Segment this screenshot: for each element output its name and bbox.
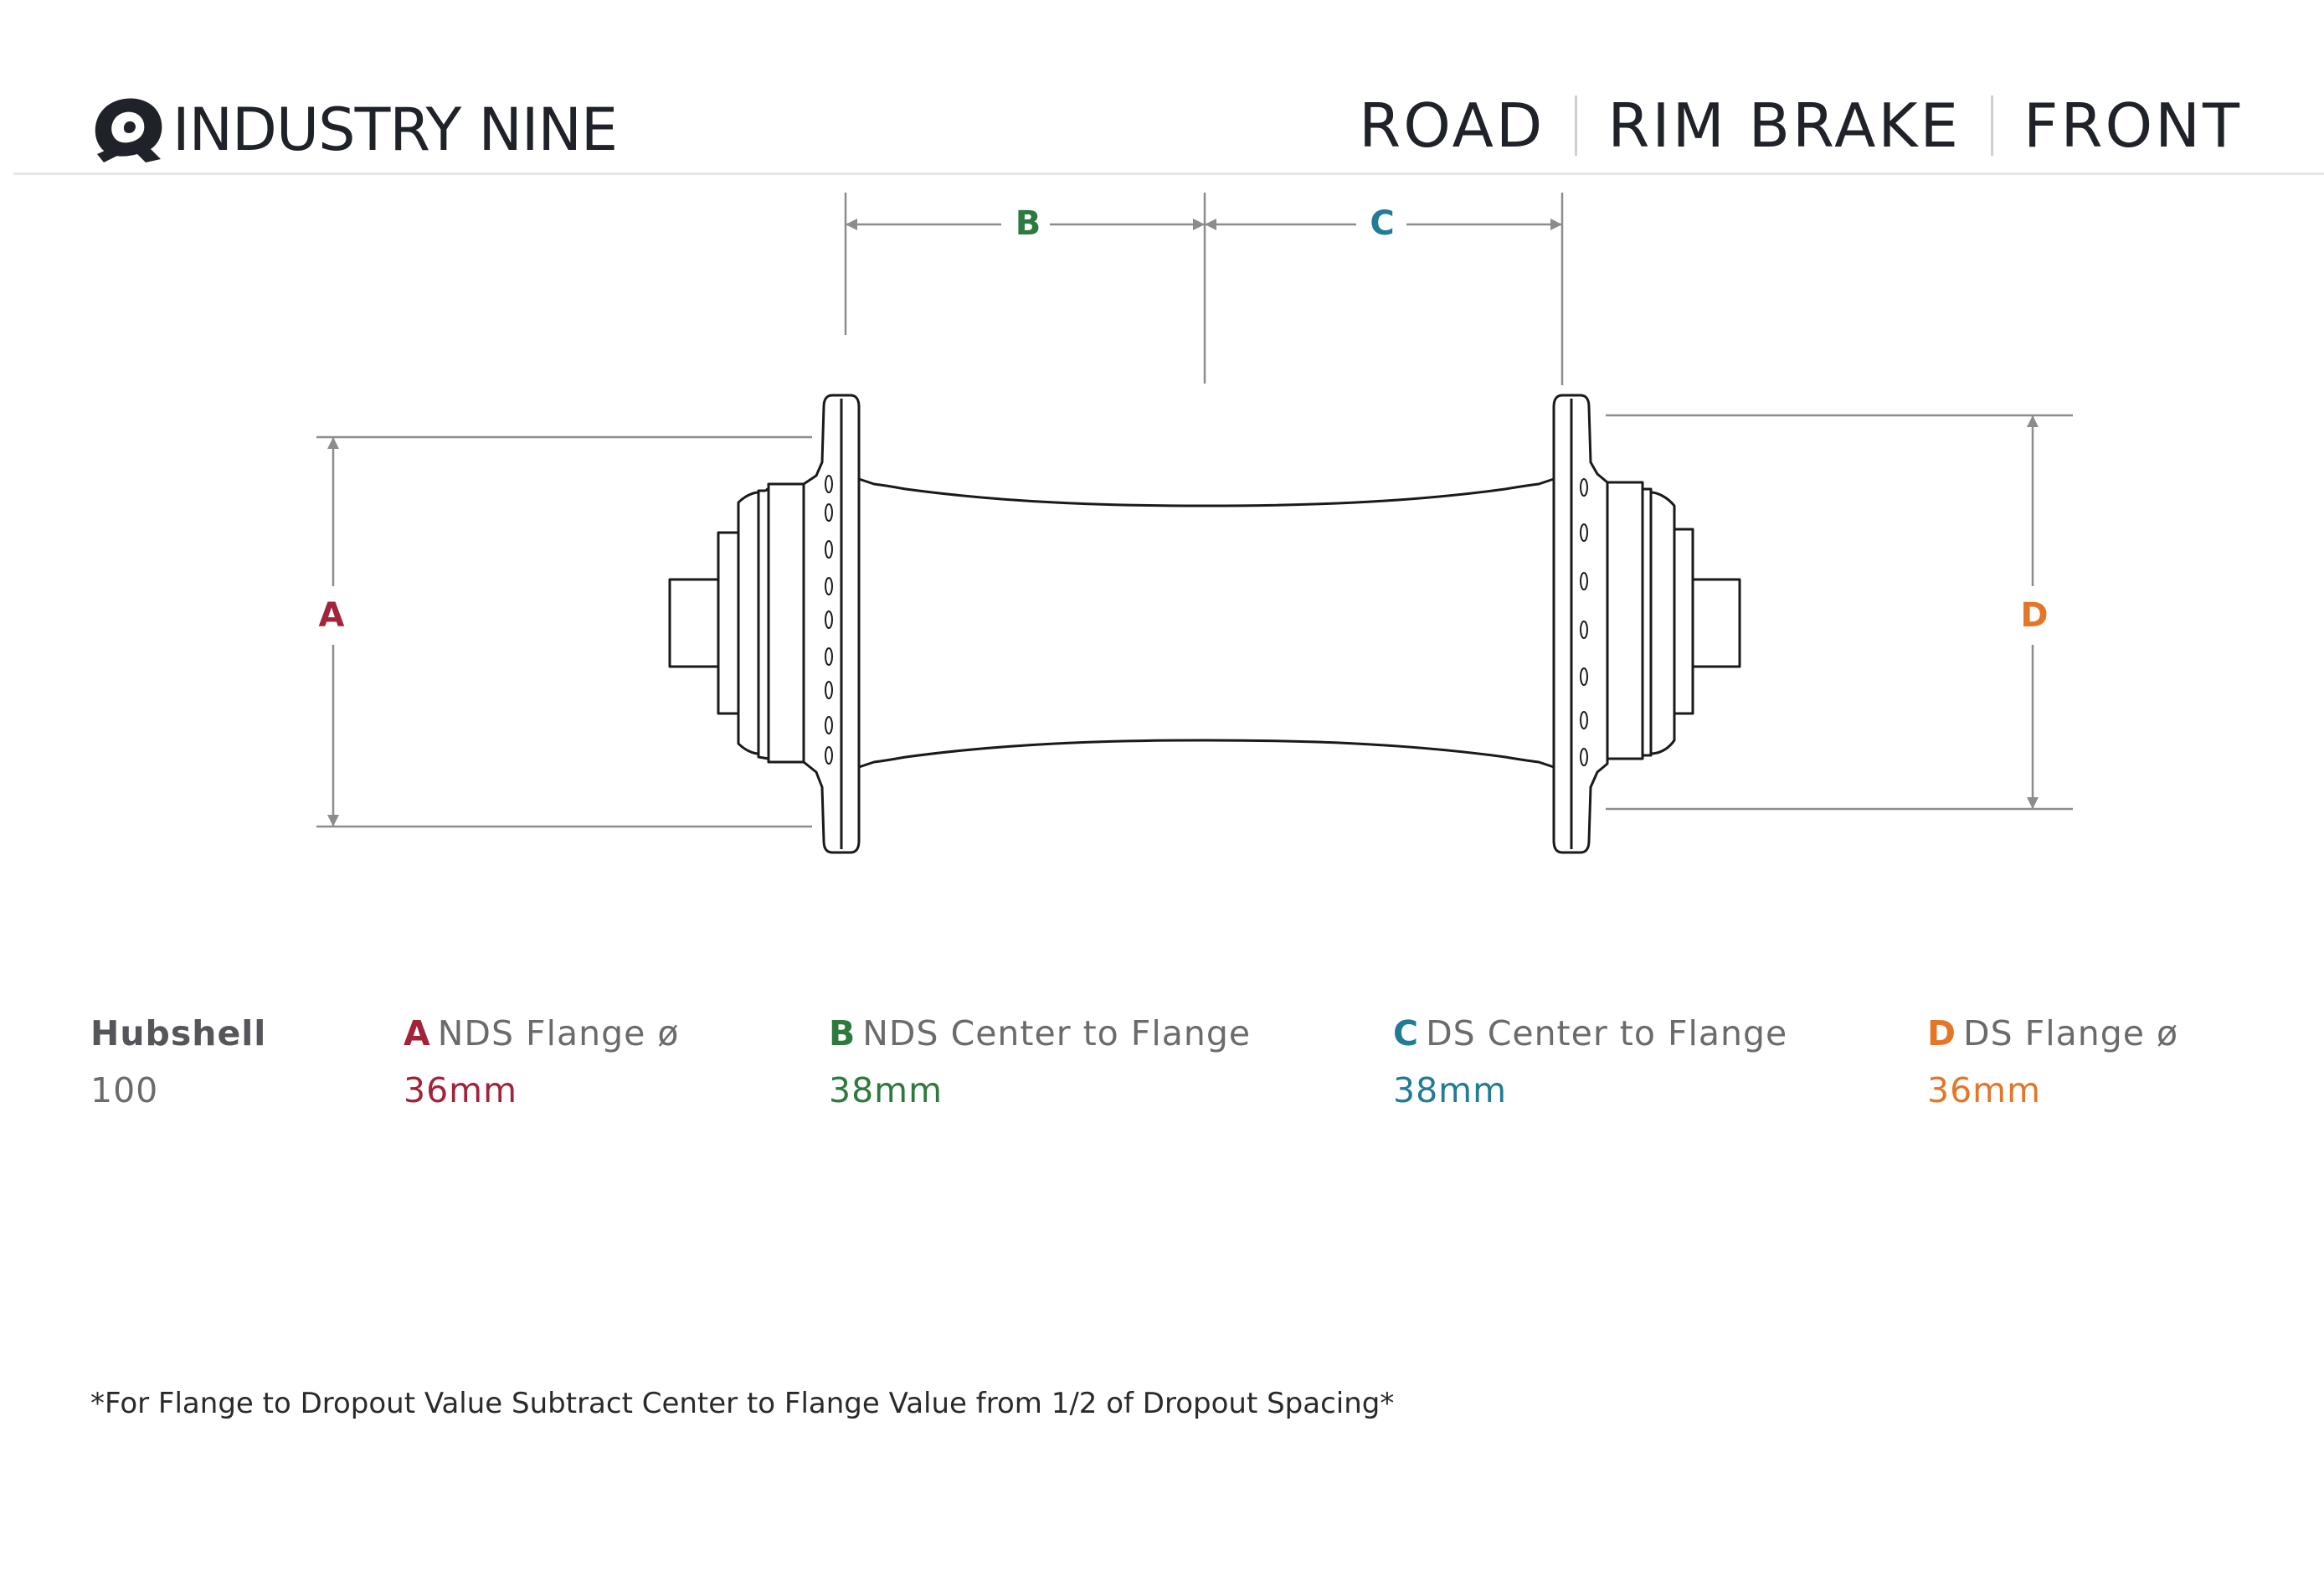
title-segment-road: ROAD	[1359, 90, 1545, 161]
spec-hubshell: Hubshell 100	[90, 1013, 266, 1110]
spec-a-value: 36mm	[404, 1070, 518, 1110]
nds-endcap-cone	[737, 491, 760, 755]
nds-endcap-step	[717, 531, 740, 715]
ds-endcap-cone	[1649, 491, 1676, 755]
dimension-a-label: A	[319, 596, 345, 635]
hub-diagram: B C A D	[316, 193, 2073, 854]
ds-axle-end	[1691, 578, 1741, 668]
product-title: ROAD RIM BRAKE FRONT	[1359, 92, 2242, 159]
dimension-d	[1606, 414, 2073, 811]
spec-b-text: NDS Center to Flange	[862, 1013, 1252, 1053]
brand-name: INDUSTRY NINE	[172, 95, 618, 164]
hub-outline	[668, 394, 1741, 854]
spec-c-letter: C	[1393, 1013, 1420, 1053]
ds-flange	[1552, 394, 1609, 854]
footnote: *For Flange to Dropout Value Subtract Ce…	[90, 1387, 1395, 1420]
spec-hubshell-value: 100	[90, 1070, 159, 1110]
ds-endcap-ring	[1641, 487, 1653, 757]
spec-d-value: 36mm	[1927, 1070, 2042, 1110]
spoke-holes	[825, 475, 1588, 766]
spec-c-text: DS Center to Flange	[1426, 1013, 1788, 1053]
brand-logo: INDUSTRY NINE	[87, 84, 618, 176]
spec-b-value: 38mm	[829, 1070, 943, 1110]
title-divider	[1575, 95, 1578, 156]
title-segment-position: FRONT	[2023, 90, 2242, 161]
title-divider	[1991, 95, 1994, 156]
dimension-d-label: D	[2020, 596, 2048, 635]
spec-hubshell-label: Hubshell	[90, 1013, 267, 1053]
nds-bearing-housing	[767, 482, 805, 764]
ds-endcap-step	[1673, 528, 1694, 715]
spec-b-letter: B	[829, 1013, 856, 1053]
dimension-a	[316, 435, 812, 828]
industry-nine-logo-icon	[95, 98, 162, 162]
dimension-c-label: C	[1370, 204, 1394, 243]
spec-a-text: NDS Flange ø	[437, 1013, 680, 1053]
ds-bearing-housing	[1606, 481, 1644, 760]
nds-axle-end	[668, 578, 725, 668]
spec-c-value: 38mm	[1393, 1070, 1508, 1110]
hub-body	[857, 477, 1555, 769]
nds-endcap-ring	[757, 487, 770, 760]
dimension-b-c	[844, 193, 1564, 385]
header-divider	[13, 173, 2324, 175]
title-segment-brake: RIM BRAKE	[1607, 90, 1962, 161]
spec-a-letter: A	[404, 1013, 431, 1053]
spec-d-text: DS Flange ø	[1963, 1013, 2179, 1053]
spec-d-letter: D	[1927, 1013, 1957, 1053]
dimension-b-label: B	[1015, 204, 1041, 243]
